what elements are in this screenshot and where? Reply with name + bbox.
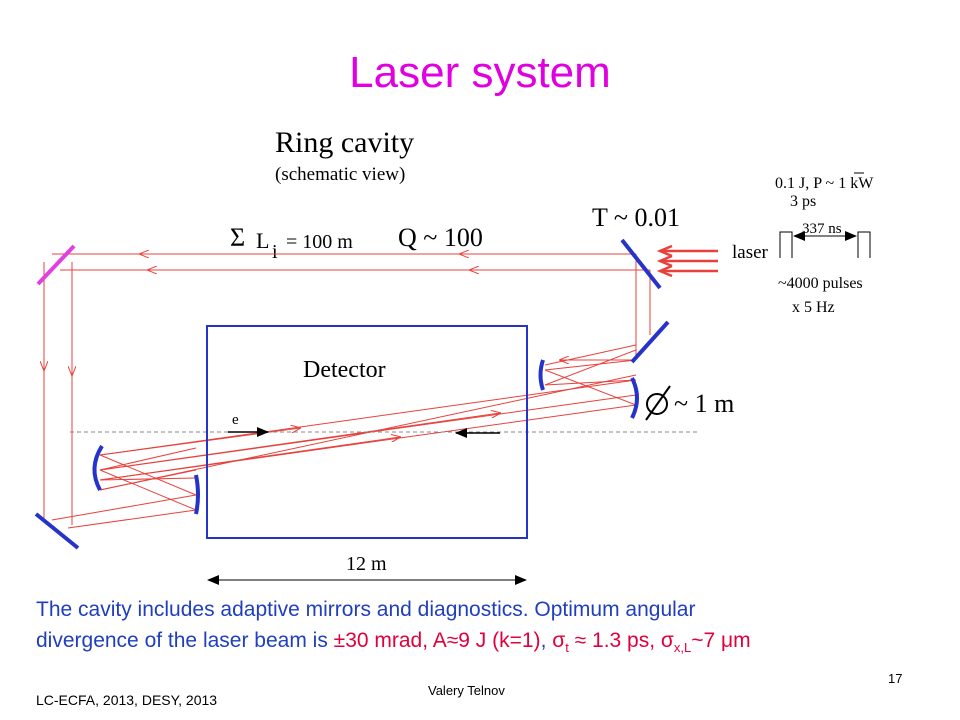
slide-title: Laser system	[349, 48, 611, 97]
length-label-i: i	[272, 241, 278, 263]
diagram-heading: Ring cavity	[275, 126, 414, 159]
caption: The cavity includes adaptive mirrors and…	[36, 594, 951, 663]
length-label-l: L	[256, 228, 269, 253]
laser-energy-power: 0.1 J, P ~ 1 kW	[775, 175, 874, 192]
detector-box	[206, 325, 528, 539]
left-curved-mirror	[92, 444, 104, 491]
mirror-size-label: ~ 1 m	[674, 389, 734, 418]
sigma-x-value: ~7 μm	[691, 629, 751, 652]
transmission-label: T ~ 0.01	[592, 203, 680, 232]
left-inner-curved-mirror	[194, 474, 200, 515]
sigma-t-sub: t	[565, 640, 569, 656]
pulse-spacing: 337 ns	[802, 221, 842, 237]
sigma-t-symbol: σ	[552, 629, 566, 652]
q-factor-label: Q ~ 100	[398, 223, 483, 252]
pulse-train	[779, 231, 871, 258]
input-mirror	[36, 244, 76, 286]
length-label-value: = 100 m	[286, 231, 353, 253]
diagram-subheading: (schematic view)	[275, 164, 405, 185]
sigma-x-symbol: σ	[660, 629, 674, 652]
sigma-t-value: ≈ 1.3 ps,	[568, 629, 661, 652]
caption-comma: ,	[540, 629, 553, 652]
pulse-rate: x 5 Hz	[792, 299, 835, 316]
sum-symbol: Σ	[230, 223, 245, 252]
incoming-laser-arrows	[656, 244, 718, 278]
footer-conference: LC-ECFA, 2013, DESY, 2013	[36, 692, 218, 708]
caption-line-1: The cavity includes adaptive mirrors and…	[36, 598, 696, 621]
left-bottom-mirror	[34, 512, 80, 550]
page-number: 17	[888, 671, 903, 686]
laser-beams	[44, 254, 651, 529]
detector-label: Detector	[303, 357, 386, 383]
sigma-x-sub: x,L	[673, 640, 692, 656]
coupling-mirror	[620, 238, 662, 290]
divergence-value: ±30 mrad, A≈9 J (k=1)	[333, 629, 541, 652]
caption-line-2: divergence of the laser beam is ±30 mrad…	[36, 625, 951, 663]
right-inner-curved-mirror	[538, 359, 545, 391]
right-curved-mirror	[630, 377, 639, 419]
detector-width-label: 12 m	[346, 553, 387, 575]
diameter-symbol	[645, 385, 671, 421]
right-flat-mirror	[630, 320, 670, 364]
footer-author: Valery Telnov	[428, 683, 505, 698]
electron-label: e	[232, 412, 239, 428]
laser-duration: 3 ps	[790, 193, 816, 210]
laser-label: laser	[732, 242, 769, 263]
pulse-count: ~4000 pulses	[778, 275, 863, 292]
caption-line-2-prefix: divergence of the laser beam is	[36, 629, 334, 652]
